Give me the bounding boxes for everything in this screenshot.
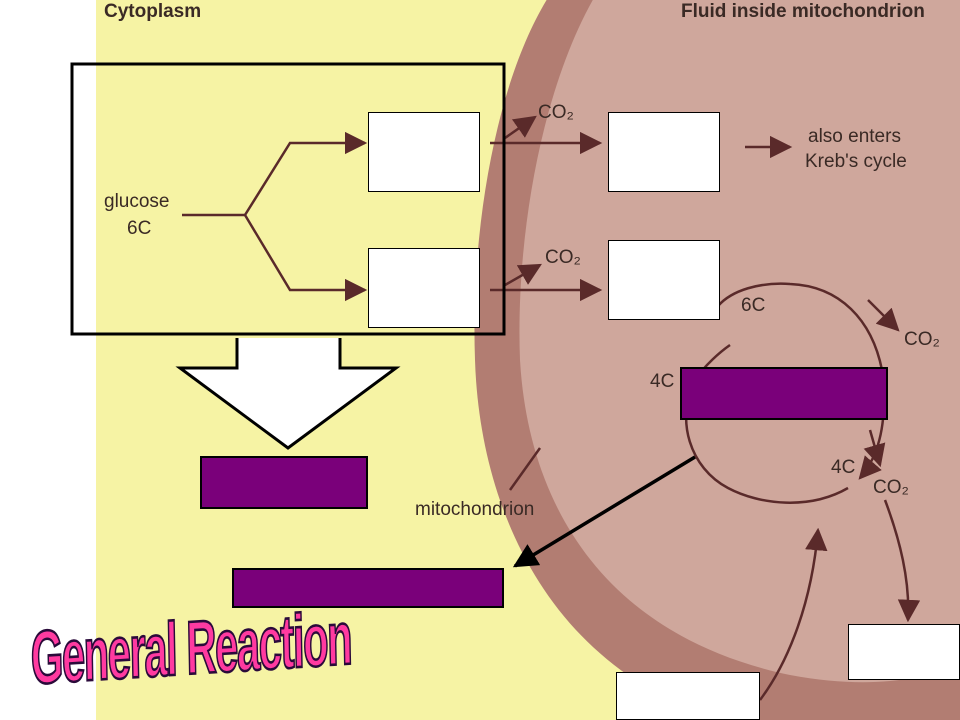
purple-box-glycolysis [200,456,368,509]
blank-box-acetyl-bottom [608,240,720,320]
purple-box-krebs [680,367,888,420]
co2-label-bottom: CO₂ [873,477,909,498]
blank-box-input [616,672,760,720]
glucose-label: glucose [104,191,170,212]
block-arrow [175,338,401,450]
six-carbon-label: 6C [741,295,766,316]
blank-box-pyruvate-top [368,112,480,192]
co2-label-top: CO₂ [538,102,574,123]
pointer-arrow [512,455,696,568]
also-enters-label: also enters [808,126,901,147]
cytoplasm-header: Cytoplasm [104,1,202,22]
blank-box-pyruvate-bottom [368,248,480,328]
purple-box-krebs-name [232,568,504,608]
glycolysis-frame [70,62,506,336]
mitochondrion-label: mitochondrion [415,499,535,520]
page-margin [0,0,96,720]
krebs-cycle-label: Kreb's cycle [805,151,907,172]
mitochondrion-fluid-header: Fluid inside mitochondrion [681,1,925,22]
pyruvate-arrows [490,115,793,302]
glucose-carbon-label: 6C [127,218,152,239]
blank-box-acetyl-top [608,112,720,192]
glycolysis-branches [182,131,368,302]
co2-label-middle: CO₂ [545,247,581,268]
blank-box-output [848,624,960,680]
four-carbon-label-bottom: 4C [831,457,856,478]
co2-label-right: CO₂ [904,329,940,350]
four-carbon-label-left: 4C [650,371,675,392]
